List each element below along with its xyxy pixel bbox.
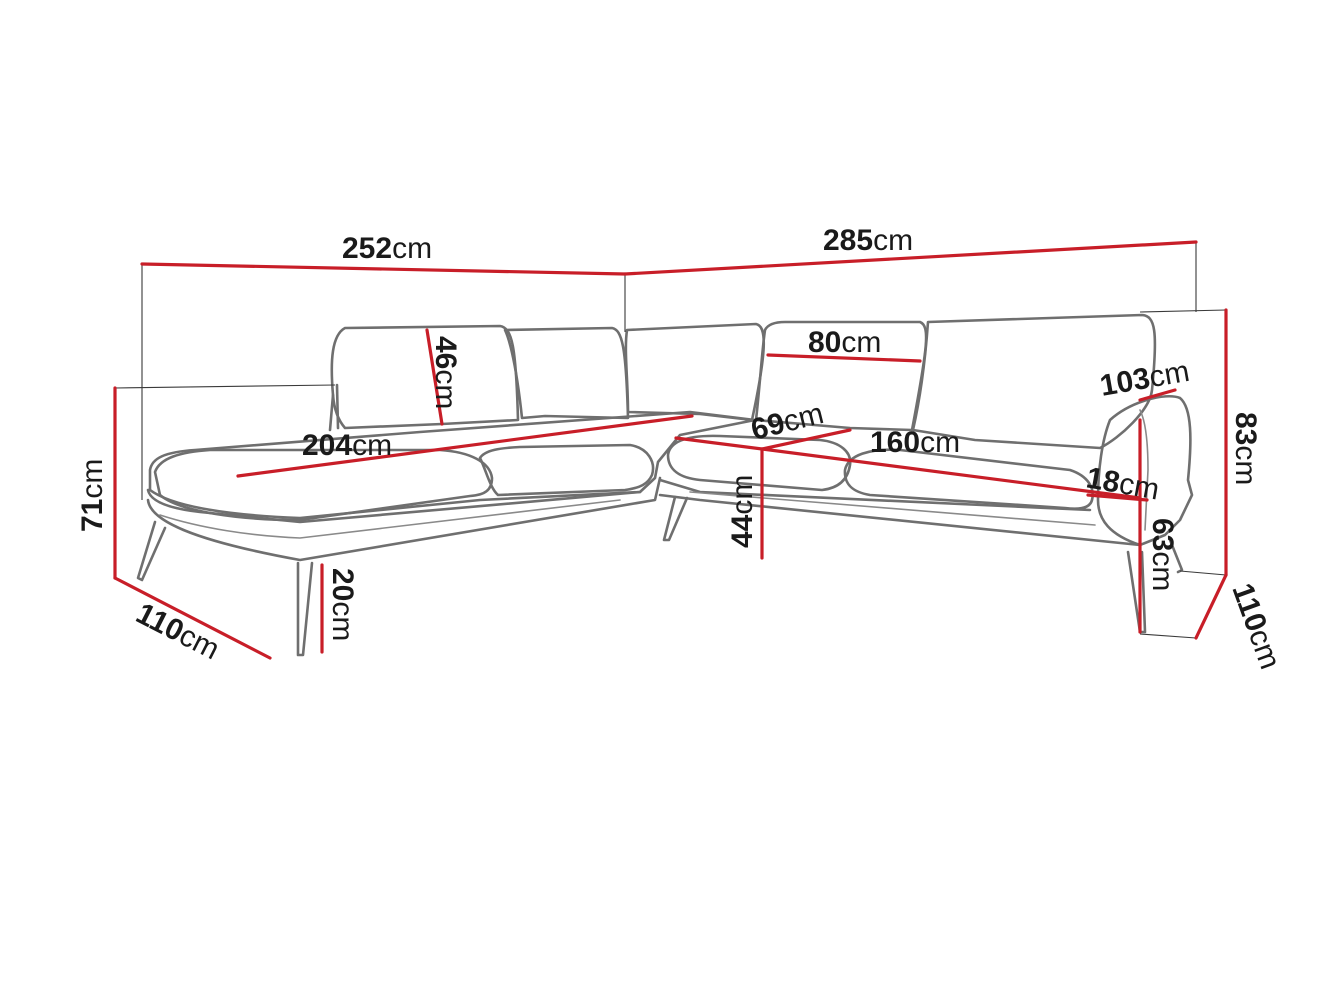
leg-front-left [136,520,167,582]
label-80: 80cm [808,326,881,359]
label-63: 63cm [1146,518,1179,591]
right-seat-cushion-1 [666,434,852,492]
leg-right-front [1126,550,1147,634]
label-83: 83cm [1229,412,1262,485]
right-armrest-inner [1139,409,1149,531]
leg-front-center [296,561,314,657]
dim-line-204 [236,414,694,478]
extension-lines [114,242,1227,639]
dim-line-110-right [1194,573,1228,640]
sofa-outline [136,313,1194,657]
chaise-base-seam [159,499,621,539]
dimension-labels: 252cm 285cm 80cm 204cm 160cm 69cm 103cm … [76,224,1287,673]
label-71: 71cm [76,459,109,532]
label-204: 204cm [302,429,392,462]
label-252: 252cm [342,232,432,265]
leg-corner [662,495,689,542]
label-44: 44cm [726,475,759,548]
back-cushion-2 [503,326,630,420]
label-160: 160cm [870,426,960,459]
label-110-right: 110cm [1225,579,1286,673]
dim-line-80 [766,353,922,363]
right-base-top [658,478,1092,512]
label-46: 46cm [429,336,462,409]
dim-line-285 [623,240,1198,276]
dim-line-110-left [113,576,272,660]
label-103: 103cm [1097,355,1191,403]
right-armrest [1096,394,1194,547]
chaise-base-bottom [146,476,662,562]
dim-line-252 [140,262,627,276]
back-cushion-5 [911,313,1157,450]
chaise-seat [148,410,757,520]
label-20: 20cm [326,568,359,641]
right-base-bottom [658,493,1142,547]
back-cushion-1 [330,324,520,430]
label-110-left: 110cm [131,597,225,667]
back-cushion-3 [624,322,766,422]
chaise-cushion-middle [478,443,655,497]
dim-line-46 [425,328,444,426]
left-back-edge [328,383,340,432]
right-seat-cushion-2 [843,448,1094,511]
label-285: 285cm [823,224,913,257]
chaise-base-top [146,488,642,524]
dim-line-103 [1138,388,1177,402]
leg-right-back [1168,538,1184,574]
dim-line-18 [1086,493,1149,502]
label-18: 18cm [1084,461,1162,506]
dimension-lines [113,240,1228,660]
dim-line-160 [760,447,1142,500]
right-base-seam [689,491,1096,526]
